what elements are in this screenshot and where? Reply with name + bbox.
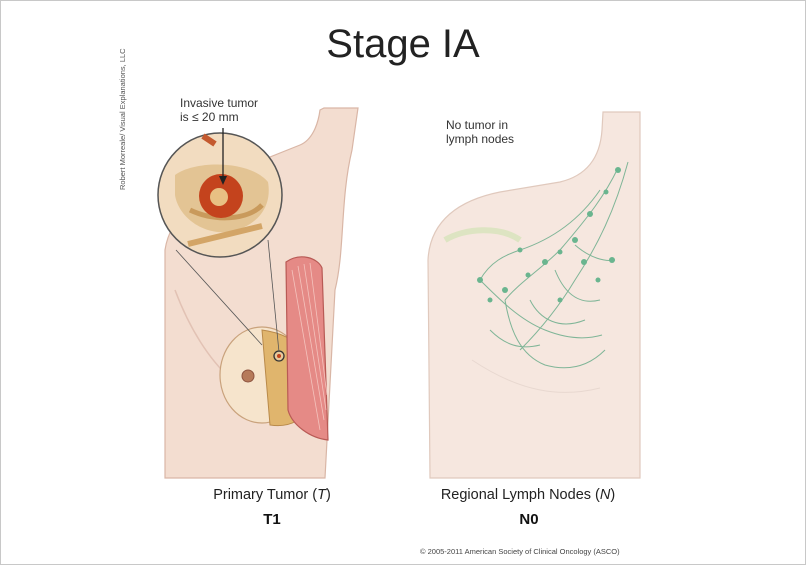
caption-text: Regional Lymph Nodes ( bbox=[441, 487, 600, 503]
callout-line: lymph nodes bbox=[446, 132, 514, 146]
primary-tumor-caption: Primary Tumor (T) bbox=[142, 487, 402, 503]
caption-text: ) bbox=[610, 487, 615, 503]
t-stage-code: T1 bbox=[242, 511, 302, 528]
n-stage-code: N0 bbox=[499, 511, 559, 528]
caption-symbol: N bbox=[600, 487, 610, 503]
callout-line: No tumor in bbox=[446, 118, 514, 132]
callout-line: is ≤ 20 mm bbox=[180, 110, 258, 124]
caption-text: ) bbox=[326, 487, 331, 503]
copyright-notice: © 2005-2011 American Society of Clinical… bbox=[420, 547, 620, 556]
tumor-size-callout: Invasive tumor is ≤ 20 mm bbox=[180, 96, 258, 124]
lymph-node-callout: No tumor in lymph nodes bbox=[446, 118, 514, 146]
caption-symbol: T bbox=[317, 487, 326, 503]
lymph-node-caption: Regional Lymph Nodes (N) bbox=[398, 487, 658, 503]
chest-muscle-cutaway bbox=[286, 257, 328, 440]
chest-outline-illustration bbox=[428, 112, 640, 478]
caption-text: Primary Tumor ( bbox=[213, 487, 317, 503]
callout-line: Invasive tumor bbox=[180, 96, 258, 110]
